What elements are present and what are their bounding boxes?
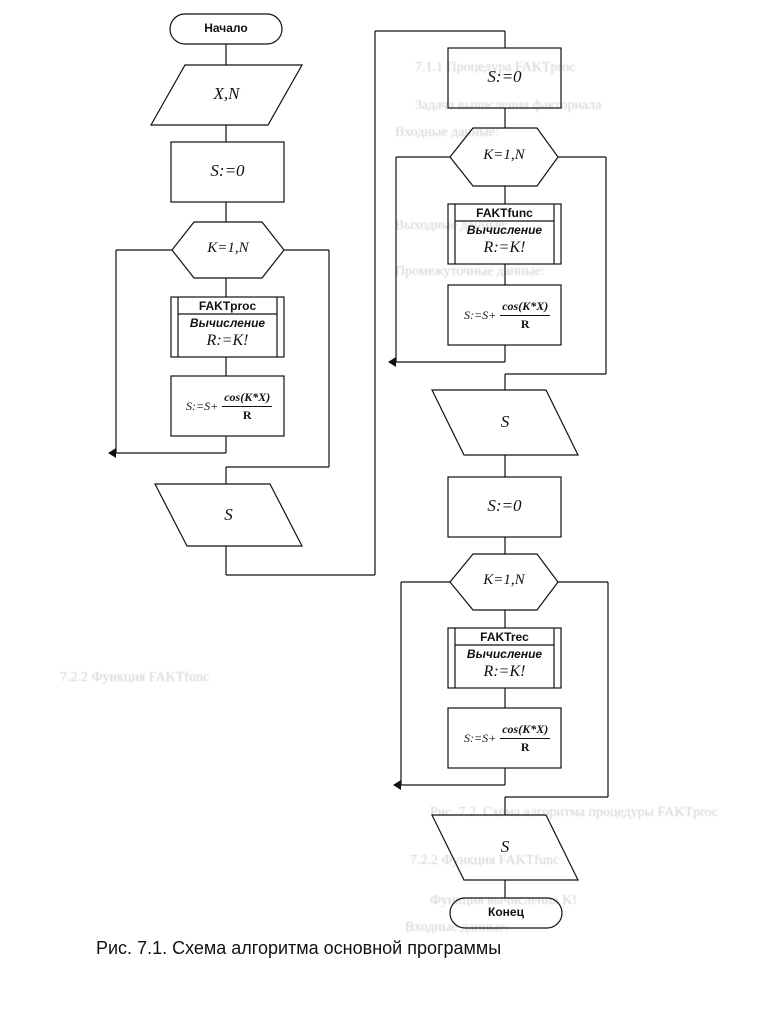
start-label: Начало bbox=[204, 21, 248, 35]
init-process bbox=[170, 141, 285, 203]
output-label-2: S bbox=[500, 412, 510, 431]
sum-numerator-2: cos(K*X) bbox=[500, 299, 551, 316]
end-label: Конец bbox=[488, 905, 524, 919]
arrow-head bbox=[393, 780, 401, 790]
bleed-through-text: 7.2.2 Функция FAKTfunc bbox=[410, 853, 560, 868]
sum-numerator-3: cos(K*X) bbox=[500, 722, 551, 739]
subroutine-block bbox=[170, 296, 285, 358]
subroutine-name: FAKTproc bbox=[198, 299, 257, 313]
arrow-head bbox=[388, 357, 396, 367]
init-label-3: S:=0 bbox=[487, 496, 522, 515]
input-parallelogram bbox=[149, 64, 304, 126]
subroutine-name-2: FAKTfunc bbox=[476, 206, 533, 220]
loop-label-2: K=1,N bbox=[483, 147, 525, 163]
bleed-through-text: Входные данные: bbox=[405, 920, 509, 935]
sum-lhs: S:=S+ bbox=[186, 399, 219, 413]
subroutine-desc-2: Вычисление bbox=[466, 223, 543, 237]
subroutine-eq-3: R:=K! bbox=[483, 663, 526, 680]
subroutine-eq: R:=K! bbox=[206, 332, 249, 349]
bleed-through-text: Задача вычисления факториала bbox=[415, 98, 602, 113]
sum-denominator-2: R bbox=[520, 317, 530, 331]
bleed-through-text: Выходные данные: bbox=[395, 218, 509, 233]
bleed-through-text: Функция вычисления K! bbox=[430, 893, 577, 908]
figure-caption: Рис. 7.1. Схема алгоритма основной прогр… bbox=[96, 938, 502, 958]
output-parallelogram-3 bbox=[431, 814, 579, 881]
sum-denominator: R bbox=[242, 408, 252, 422]
bleed-through-text: Рис. 7.2. Схема алгоритма процедуры FAKT… bbox=[430, 805, 718, 820]
output-parallelogram-2 bbox=[431, 389, 579, 456]
bleed-through-text: Промежуточные данные: bbox=[395, 264, 545, 279]
subroutine-name-3: FAKTrec bbox=[480, 630, 529, 644]
subroutine-desc: Вычисление bbox=[189, 316, 266, 330]
sum-formula-3: S:=S+ cos(K*X)R bbox=[464, 722, 551, 755]
loop-label-3: K=1,N bbox=[483, 572, 525, 588]
subroutine-eq-2: R:=K! bbox=[483, 239, 526, 256]
sum-denominator-3: R bbox=[520, 740, 530, 754]
output-label: S bbox=[224, 505, 233, 524]
sum-formula: S:=S+ cos(K*X)R bbox=[186, 390, 273, 423]
sum-lhs-2: S:=S+ bbox=[464, 308, 497, 322]
arrow-head bbox=[108, 448, 116, 458]
bleed-through-text: 7.1.1 Процедура FAKTproc bbox=[415, 60, 576, 75]
bleed-through-text: 7.2.2 Функция FAKTfunc bbox=[60, 670, 210, 685]
output-label-3: S bbox=[500, 837, 510, 856]
sum-numerator: cos(K*X) bbox=[222, 390, 273, 407]
subroutine-desc-3: Вычисление bbox=[466, 647, 543, 661]
sum-process bbox=[170, 375, 285, 437]
loop-label: K=1,N bbox=[207, 240, 249, 256]
end-terminator bbox=[449, 897, 563, 929]
sum-formula-2: S:=S+ cos(K*X)R bbox=[464, 299, 551, 332]
input-label: X,N bbox=[213, 84, 240, 103]
init-label: S:=0 bbox=[210, 161, 245, 180]
sum-lhs-3: S:=S+ bbox=[464, 731, 497, 745]
output-parallelogram bbox=[154, 483, 303, 547]
init-label-2: S:=0 bbox=[487, 67, 522, 86]
